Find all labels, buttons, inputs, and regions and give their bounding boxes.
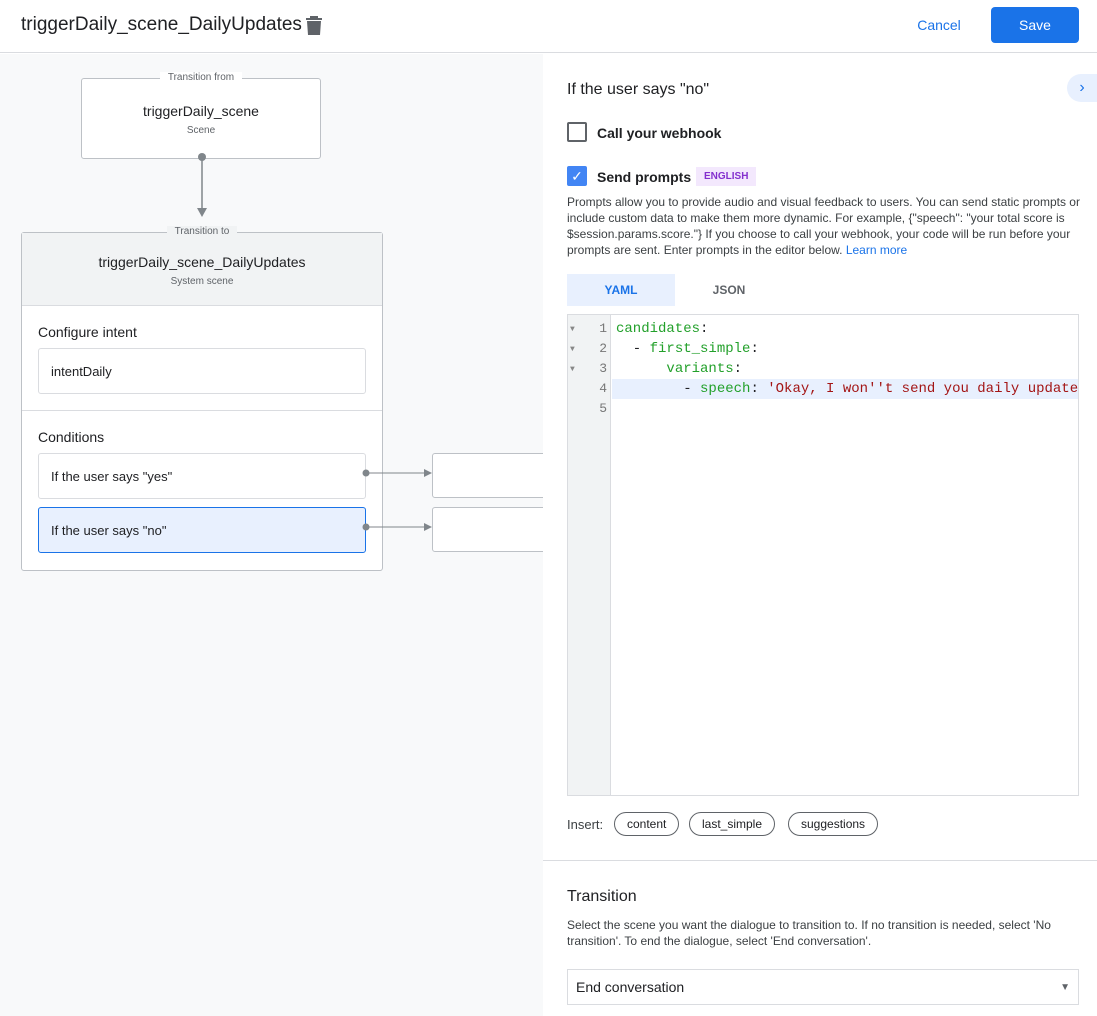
insert-content-chip[interactable]: content — [614, 812, 680, 836]
line-number: 4 — [599, 381, 607, 396]
send-prompts-checkbox[interactable]: ✓ — [567, 166, 587, 186]
fold-arrow-icon[interactable]: ▼ — [570, 325, 575, 334]
fold-arrow-icon[interactable]: ▼ — [570, 345, 575, 354]
line-number: 5 — [599, 401, 607, 416]
to-scene-type: System scene — [170, 276, 234, 287]
transition-to-legend: Transition to — [166, 226, 238, 237]
webhook-label: Call your webhook — [597, 125, 722, 141]
divider — [543, 860, 1097, 861]
webhook-checkbox[interactable] — [567, 122, 587, 142]
line-number: 2 — [599, 341, 607, 356]
save-button[interactable]: Save — [991, 7, 1079, 43]
configure-intent-label: Configure intent — [38, 324, 137, 340]
scene-canvas: Transition from triggerDaily_scene Scene… — [0, 54, 543, 1016]
line-number: 3 — [599, 361, 607, 376]
transition-selected-value: End conversation — [576, 979, 685, 995]
condition-connectors — [362, 469, 432, 531]
panel-heading: If the user says "no" — [567, 81, 710, 98]
dropdown-arrow-icon: ▼ — [1060, 981, 1070, 993]
condition-no[interactable]: If the user says "no" — [38, 507, 366, 553]
insert-suggestions-chip[interactable]: suggestions — [788, 812, 879, 836]
transition-to-node: Transition to triggerDaily_scene_DailyUp… — [21, 226, 383, 571]
condition-panel: › If the user says "no" Call your webhoo… — [543, 54, 1097, 1016]
transition-select[interactable]: End conversation ▼ — [567, 969, 1079, 1005]
transition-from-node[interactable]: Transition from triggerDaily_scene Scene — [81, 72, 321, 159]
insert-last-simple-chip[interactable]: last_simple — [689, 812, 776, 836]
code-line: candidates: — [616, 321, 709, 337]
tab-yaml[interactable]: YAML — [567, 274, 675, 306]
transition-heading: Transition — [567, 888, 637, 905]
line-number: 1 — [599, 321, 607, 336]
to-scene-name: triggerDaily_scene_DailyUpdates — [98, 254, 306, 270]
fold-arrow-icon[interactable]: ▼ — [570, 365, 575, 374]
from-scene-type: Scene — [186, 125, 216, 136]
code-line: - speech: 'Okay, I won''t send you daily… — [616, 381, 1078, 397]
conditions-label: Conditions — [38, 429, 105, 445]
prompts-description: Prompts allow you to provide audio and v… — [567, 194, 1087, 258]
no-target-node[interactable] — [432, 507, 543, 552]
chevron-right-icon[interactable]: › — [1067, 74, 1097, 102]
insert-label: Insert: — [567, 817, 604, 832]
cancel-button[interactable]: Cancel — [917, 17, 961, 33]
trash-icon[interactable] — [305, 15, 323, 35]
code-line: variants: — [666, 361, 743, 377]
page-title: triggerDaily_scene_DailyUpdates — [21, 14, 302, 35]
description-text: Prompts allow you to provide audio and v… — [567, 195, 1080, 257]
transition-from-legend: Transition from — [159, 72, 243, 83]
language-badge: ENGLISH — [696, 167, 757, 186]
condition-yes[interactable]: If the user says "yes" — [38, 453, 366, 499]
active-line-highlight — [612, 379, 1078, 399]
learn-more-link[interactable]: Learn more — [845, 243, 908, 257]
connector-arrow — [197, 153, 207, 217]
send-prompts-label: Send prompts — [597, 169, 692, 185]
yes-target-node[interactable] — [432, 453, 543, 498]
code-line: - first_simple: — [616, 341, 759, 357]
code-editor[interactable]: 1 2 3 4 5 ▼ ▼ ▼ candidates: - first_simp… — [567, 314, 1079, 796]
intent-field[interactable]: intentDaily — [38, 348, 366, 394]
header: triggerDaily_scene_DailyUpdates Cancel S… — [0, 0, 1097, 53]
transition-description: Select the scene you want the dialogue t… — [567, 918, 1051, 948]
tab-json[interactable]: JSON — [712, 283, 746, 297]
from-scene-name: triggerDaily_scene — [143, 103, 259, 119]
